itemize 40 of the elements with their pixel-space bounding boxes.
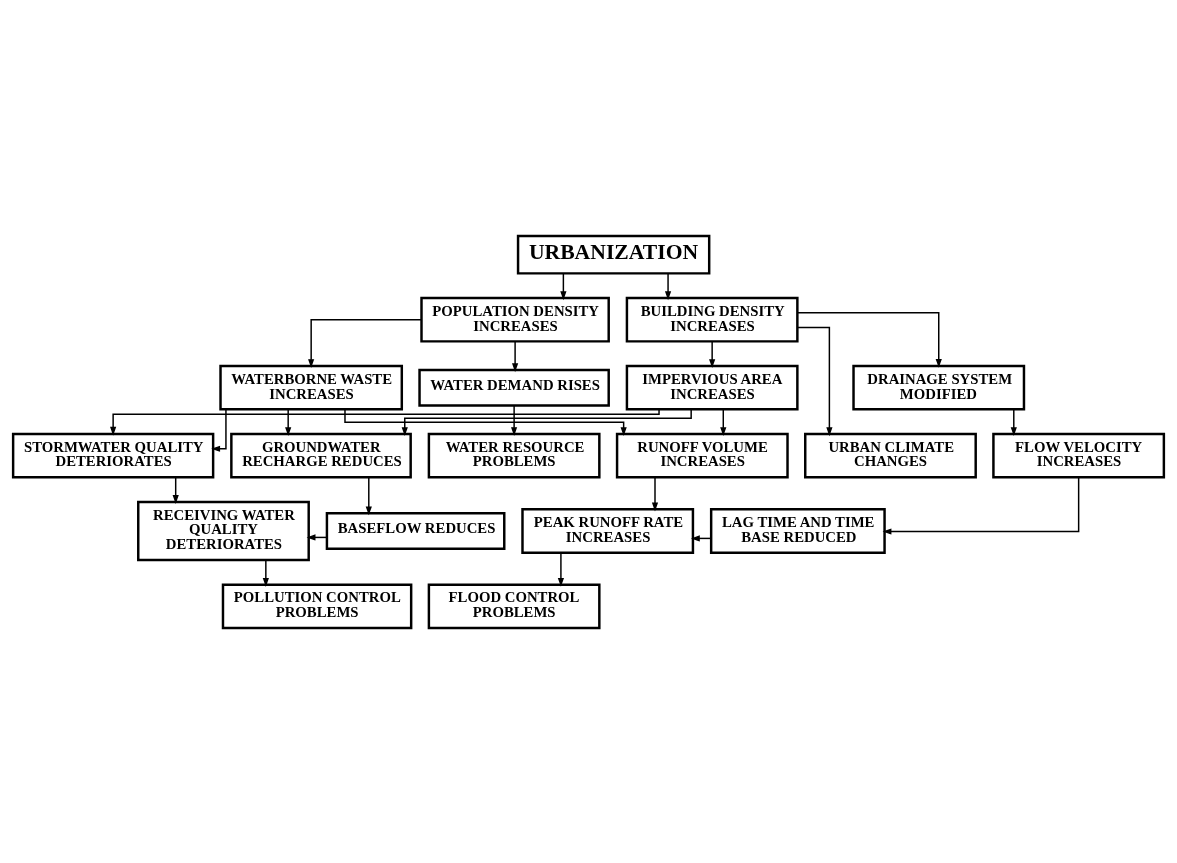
node-box: URBANIZATION [516, 234, 711, 275]
arrow [557, 551, 565, 587]
node-box: WATER RESOURCE PROBLEMS [427, 432, 601, 479]
node-box: WATER DEMAND RISES [418, 368, 610, 407]
arrow [262, 559, 269, 587]
arrow [651, 476, 659, 511]
node-box: RECEIVING WATER QUALITY DETERIORATES [137, 500, 310, 561]
arrow [308, 318, 423, 368]
node-box: URBAN CLIMATE CHANGES [804, 432, 977, 479]
arrow [1010, 408, 1017, 436]
arrow [512, 340, 519, 372]
node-box: BASEFLOW REDUCES [325, 511, 506, 550]
node-box: BUILDING DENSITY INCREASES [625, 296, 799, 343]
arrow [796, 311, 942, 368]
node-box: PEAK RUNOFF RATE INCREASES [521, 507, 695, 554]
node-box: LAG TIME AND TIME BASE REDUCED [709, 507, 886, 554]
node-box: GROUNDWATER RECHARGE REDUCES [230, 432, 412, 479]
node-box: WATERBORNE WASTE INCREASES [219, 364, 404, 411]
arrow [365, 476, 372, 515]
node-box: STORMWATER QUALITY DETERIORATES [11, 432, 215, 479]
arrow [511, 404, 518, 436]
arrow [211, 408, 227, 452]
node-box: POPULATION DENSITY INCREASES [420, 296, 610, 343]
node-box: IMPERVIOUS AREA INCREASES [625, 364, 799, 411]
arrow [882, 476, 1080, 535]
node-box: RUNOFF VOLUME INCREASES [615, 432, 789, 479]
arrow [344, 408, 627, 436]
arrow [110, 408, 660, 436]
arrow [560, 272, 567, 300]
arrow [401, 408, 692, 436]
arrow [796, 326, 833, 436]
node-box: FLOW VELOCITY INCREASES [992, 432, 1166, 479]
node-box: POLLUTION CONTROL PROBLEMS [221, 583, 413, 629]
arrow [285, 408, 292, 436]
arrow [664, 272, 672, 300]
arrow [720, 408, 727, 436]
arrow [172, 476, 179, 504]
node-box: FLOOD CONTROL PROBLEMS [427, 583, 601, 629]
node-box: DRAINAGE SYSTEM MODIFIED [852, 364, 1026, 411]
arrow [709, 340, 716, 368]
